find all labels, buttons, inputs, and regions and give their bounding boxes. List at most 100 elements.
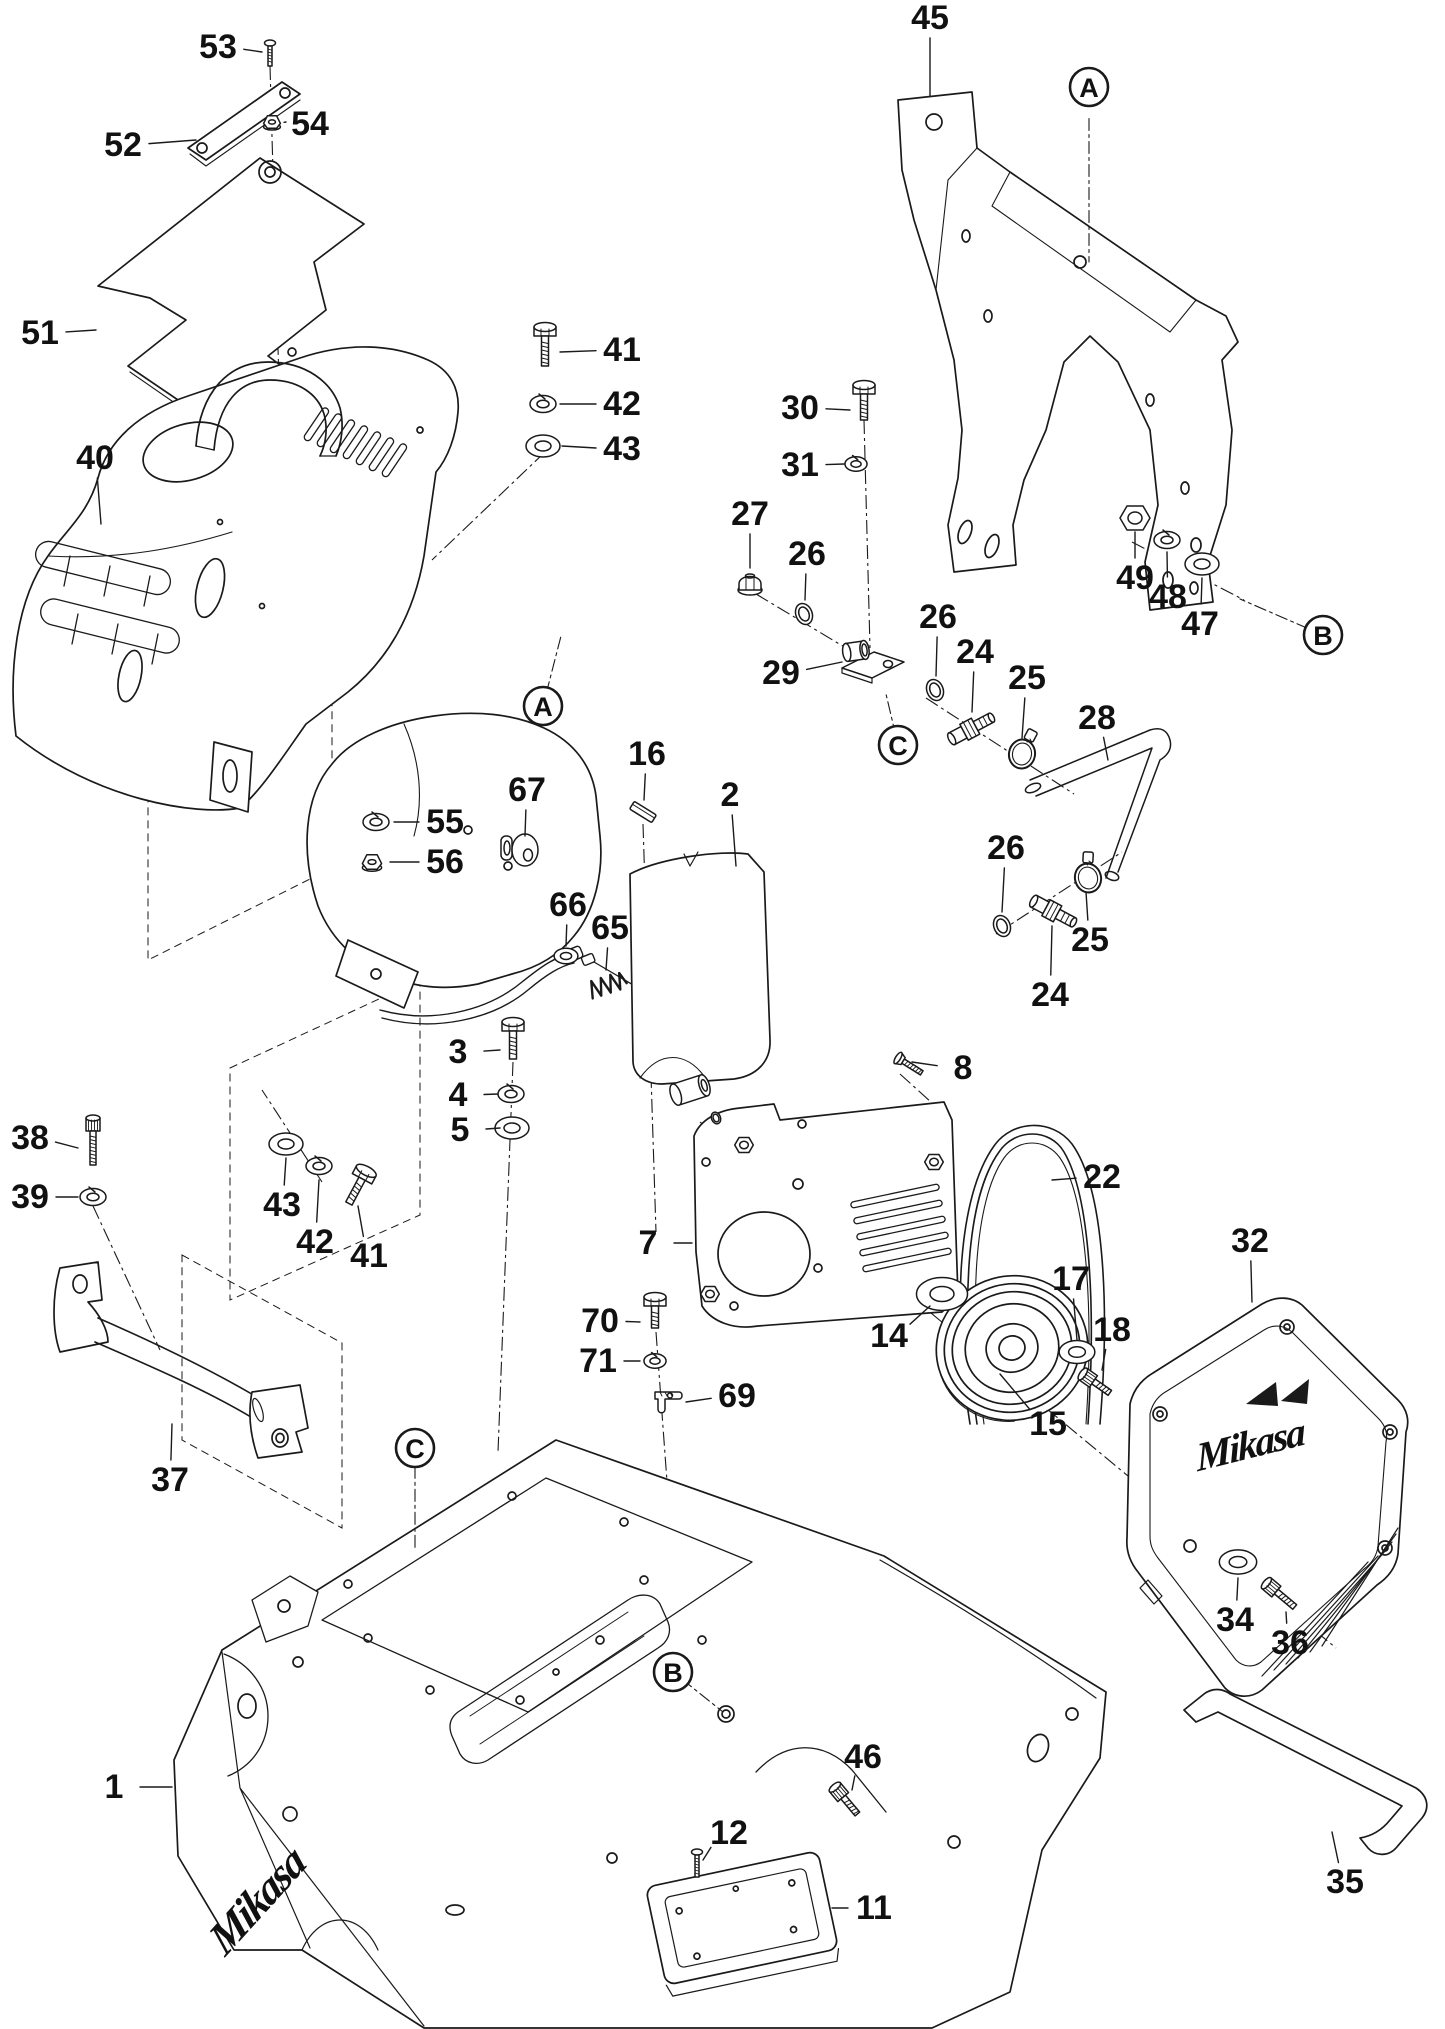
- part-number-label: 40: [76, 439, 114, 477]
- leader-line: [625, 1320, 641, 1323]
- leader-line: [909, 1305, 931, 1325]
- marker-leader: [545, 635, 562, 694]
- leader-line: [804, 573, 807, 601]
- axis-line: [899, 1073, 943, 1113]
- part-number-label: 26: [919, 598, 957, 636]
- leader-line: [283, 1157, 287, 1186]
- phantom-box: [229, 979, 421, 1301]
- callout-1: 1: [105, 1768, 173, 1806]
- leader-line: [1085, 891, 1089, 921]
- leader-line: [1072, 1298, 1078, 1341]
- axis-line: [431, 451, 546, 561]
- part-bolt-36: [1260, 1576, 1298, 1611]
- part-number-label: 32: [1231, 1222, 1269, 1260]
- callout-22: 22: [1051, 1158, 1121, 1196]
- part-number-label: 34: [1216, 1601, 1254, 1639]
- marker-circle: [1068, 66, 1110, 108]
- leader-line: [524, 809, 527, 837]
- callout-66: 66: [549, 886, 587, 947]
- part-number-label: 31: [781, 446, 819, 484]
- part-bolt-70: [643, 1291, 667, 1329]
- marker-letter: B: [1313, 621, 1333, 651]
- callout-69: 69: [685, 1377, 756, 1415]
- callout-41: 41: [559, 331, 641, 369]
- callout-31: 31: [781, 446, 845, 484]
- marker-letter: C: [405, 1434, 425, 1464]
- part-number-label: 3: [449, 1033, 468, 1071]
- callout-43: 43: [263, 1157, 301, 1224]
- leader-line: [1050, 925, 1053, 976]
- leader-line: [1285, 1611, 1288, 1624]
- axis-line: [925, 697, 1075, 795]
- part-number-label: 7: [639, 1224, 658, 1262]
- leader-line: [1001, 867, 1006, 913]
- part-number-label: 25: [1071, 921, 1109, 959]
- leader-line: [1331, 1831, 1340, 1864]
- leader-line: [971, 671, 975, 713]
- callout-18: 18: [1093, 1311, 1131, 1371]
- callout-8: 8: [911, 1049, 972, 1087]
- part-number-label: 43: [603, 430, 641, 468]
- part-nut-54: [262, 114, 282, 131]
- part-number-label: 1: [105, 1768, 124, 1806]
- leader-line: [825, 408, 851, 411]
- part-number-label: 2: [721, 776, 740, 814]
- leader-line: [1250, 1260, 1253, 1303]
- part-nut-49: [1119, 505, 1151, 531]
- callout-36: 36: [1271, 1611, 1309, 1662]
- part-40-cover-housing: [12, 346, 460, 813]
- callout-5: 5: [451, 1111, 501, 1149]
- axis-line: [497, 1061, 514, 1453]
- part-45-engine-bracket: [897, 91, 1239, 611]
- part-number-label: 26: [788, 535, 826, 573]
- part-number-label: 36: [1271, 1624, 1309, 1662]
- callout-24: 24: [956, 633, 994, 713]
- part-number-label: 70: [581, 1302, 619, 1340]
- marker-letter: A: [533, 692, 553, 722]
- callout-32: 32: [1231, 1222, 1269, 1303]
- part-capnut-27: [737, 573, 763, 596]
- part-number-label: 14: [870, 1317, 908, 1355]
- part-number-label: 24: [1031, 976, 1069, 1014]
- part-number-label: 39: [11, 1178, 49, 1216]
- callout-25: 25: [1008, 659, 1046, 739]
- part-lockwasher-31: [844, 454, 868, 472]
- part-lockwasher-42a: [529, 393, 557, 414]
- callout-17: 17: [1052, 1260, 1090, 1341]
- callout-56: 56: [389, 843, 464, 881]
- part-number-label: 27: [731, 495, 769, 533]
- leader-line: [702, 1846, 712, 1861]
- part-number-label: 4: [449, 1076, 468, 1114]
- callout-2: 2: [721, 776, 740, 867]
- leader-line: [1021, 697, 1026, 739]
- callout-16: 16: [628, 735, 666, 801]
- part-number-label: 65: [591, 909, 629, 947]
- leader-line: [54, 1141, 79, 1149]
- callout-52: 52: [104, 126, 197, 164]
- part-clamp-67: [500, 833, 539, 867]
- part-lockwasher-39: [79, 1186, 107, 1207]
- leader-line: [731, 814, 737, 867]
- marker-letter: B: [663, 1658, 683, 1688]
- marker-leader: [1239, 598, 1309, 630]
- part-screw-12: [690, 1848, 704, 1878]
- part-oring-26b: [925, 678, 945, 702]
- callout-35: 35: [1326, 1831, 1364, 1901]
- part-52-strap: [187, 81, 301, 167]
- part-1-base: [173, 1439, 1107, 2029]
- part-number-label: 67: [508, 771, 546, 809]
- part-small-oring: [710, 1111, 722, 1125]
- part-number-label: 25: [1008, 659, 1046, 697]
- part-washer-34: [1218, 1549, 1258, 1575]
- part-number-label: 12: [710, 1814, 748, 1852]
- callout-41: 41: [350, 1205, 388, 1275]
- part-weld-nut: [923, 1153, 945, 1171]
- view-marker-B: B: [652, 1651, 724, 1713]
- part-28-pipe: [1024, 728, 1172, 882]
- view-marker-C: C: [394, 1427, 436, 1551]
- callout-26: 26: [788, 535, 826, 601]
- part-washer-47: [1184, 552, 1220, 576]
- part-number-label: 56: [426, 843, 464, 881]
- part-number-label: 37: [151, 1461, 189, 1499]
